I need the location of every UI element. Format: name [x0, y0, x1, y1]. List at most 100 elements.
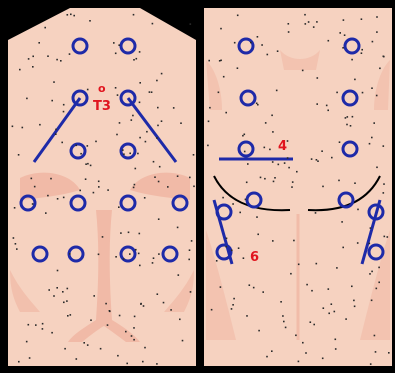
speckle: [61, 142, 63, 144]
speckle: [371, 137, 373, 139]
speckle: [211, 309, 213, 311]
speckle: [87, 163, 89, 165]
speckle: [352, 116, 354, 118]
speckle: [107, 324, 109, 326]
speckle: [157, 293, 159, 295]
speckle: [28, 324, 30, 326]
speckle: [55, 129, 57, 131]
speckle: [371, 300, 373, 302]
speckle: [55, 133, 57, 135]
speckle: [93, 192, 95, 194]
speckle: [298, 361, 300, 363]
speckle: [350, 125, 352, 127]
speckle: [276, 90, 278, 92]
speckle: [238, 247, 240, 249]
speckle: [90, 319, 92, 321]
front-panel: 4 6: [204, 8, 392, 366]
speckle: [316, 263, 318, 265]
speckle: [178, 274, 180, 276]
speckle: [274, 177, 276, 179]
speckle: [369, 273, 371, 275]
speckle: [347, 116, 349, 118]
speckle: [378, 282, 380, 284]
speckle: [98, 181, 100, 183]
speckle: [140, 303, 142, 305]
speckle: [328, 288, 330, 290]
speckle: [132, 115, 134, 117]
speckle: [372, 41, 374, 43]
speckle: [374, 335, 376, 337]
speckle: [234, 42, 236, 44]
speckle: [156, 363, 158, 365]
speckle: [105, 303, 107, 305]
speckle: [354, 306, 356, 308]
speckle: [225, 112, 227, 114]
speckle: [117, 94, 119, 96]
speckle: [66, 300, 68, 302]
speckle: [115, 256, 117, 258]
speckle: [376, 95, 378, 97]
speckle: [188, 259, 190, 261]
speckle: [310, 321, 312, 323]
speckle: [262, 291, 264, 293]
speckle: [153, 161, 155, 163]
speckle: [123, 153, 125, 155]
speckle: [60, 60, 62, 62]
speckle: [339, 141, 341, 143]
speckle: [156, 137, 158, 139]
speckle: [67, 288, 69, 290]
speckle: [126, 363, 128, 365]
speckle: [218, 92, 220, 94]
speckle: [302, 70, 304, 72]
speckle: [64, 348, 66, 350]
speckle: [144, 197, 146, 199]
speckle: [75, 145, 77, 147]
speckle: [182, 340, 184, 342]
speckle: [131, 335, 133, 337]
speckle: [247, 163, 249, 165]
speckle: [219, 60, 221, 62]
speckle: [107, 189, 109, 191]
speckle: [257, 104, 259, 106]
speckle: [361, 18, 363, 20]
speckle: [313, 324, 315, 326]
rib-label-6: 6: [250, 250, 259, 265]
speckle: [287, 157, 289, 159]
speckle: [115, 87, 117, 89]
speckle: [133, 327, 135, 329]
speckle: [209, 107, 211, 109]
speckle: [231, 250, 233, 252]
speckle: [98, 254, 100, 256]
speckle: [129, 153, 131, 155]
speckle: [305, 352, 307, 354]
speckle: [371, 87, 373, 89]
speckle: [302, 342, 304, 344]
speckle: [271, 115, 273, 117]
speckle: [69, 53, 71, 55]
speckle: [226, 238, 228, 240]
speckle: [28, 58, 30, 60]
speckle: [152, 262, 154, 264]
speckle: [177, 175, 179, 177]
panel-divider: [196, 0, 204, 373]
speckle: [317, 160, 319, 162]
speckle: [158, 253, 160, 255]
speckle: [288, 167, 290, 169]
speckle: [62, 291, 64, 293]
speckle: [133, 59, 135, 61]
speckle: [245, 199, 247, 201]
speckle: [250, 42, 252, 44]
speckle: [85, 178, 87, 180]
speckle: [346, 124, 348, 126]
speckle: [128, 232, 130, 234]
speckle: [70, 14, 72, 16]
speckle: [354, 79, 356, 81]
speckle: [142, 361, 144, 363]
speckle: [291, 186, 293, 188]
speckle: [345, 318, 347, 320]
speckle: [249, 284, 251, 286]
speckle: [131, 119, 133, 121]
speckle: [387, 236, 389, 238]
speckle: [328, 313, 330, 315]
speckle: [70, 314, 72, 316]
